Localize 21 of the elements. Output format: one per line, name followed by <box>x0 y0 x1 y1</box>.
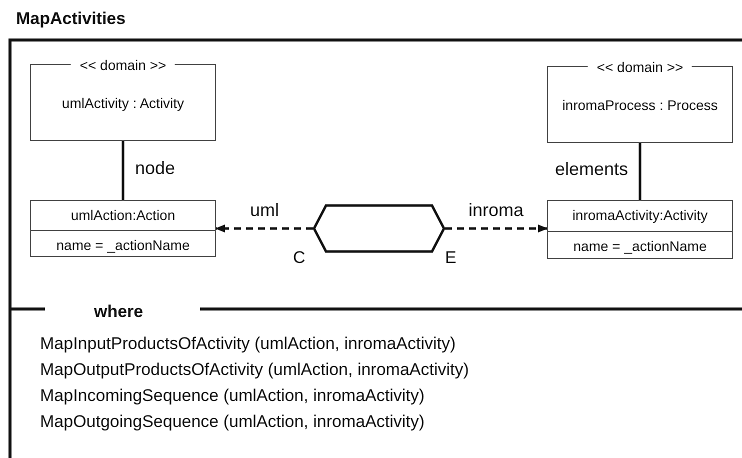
class-name: inromaActivity:Activity <box>571 206 709 225</box>
end-letter: C <box>293 247 306 269</box>
object-name: umlActivity : Activity <box>60 94 186 113</box>
class-name: umlAction:Action <box>70 206 176 225</box>
end-letter: E <box>445 247 456 269</box>
relation-call: MapOutgoingSequence (umlAction, inromaActivity) <box>40 411 425 433</box>
attribute-text: name = _actionName <box>31 230 215 259</box>
relation-call: MapIncomingSequence (umlAction, inromaActivity) <box>40 385 425 407</box>
class-box <box>547 200 733 259</box>
hexagon-shape <box>313 204 445 253</box>
dashed-arrow <box>215 224 313 232</box>
object-name: inromaProcess : Process <box>561 96 719 115</box>
relation-call: MapInputProductsOfActivity (umlAction, inromaActivity) <box>40 333 456 355</box>
attribute-text: name = _actionName <box>548 230 732 261</box>
connector-line <box>122 141 124 200</box>
relation-call: MapOutputProductsOfActivity (umlAction, inromaActivity) <box>40 359 469 381</box>
diagram-title: MapActivities <box>16 8 126 30</box>
connector-line <box>638 143 642 200</box>
section-heading: where <box>94 301 144 323</box>
dashed-arrow <box>445 224 548 232</box>
class-box <box>30 200 216 257</box>
